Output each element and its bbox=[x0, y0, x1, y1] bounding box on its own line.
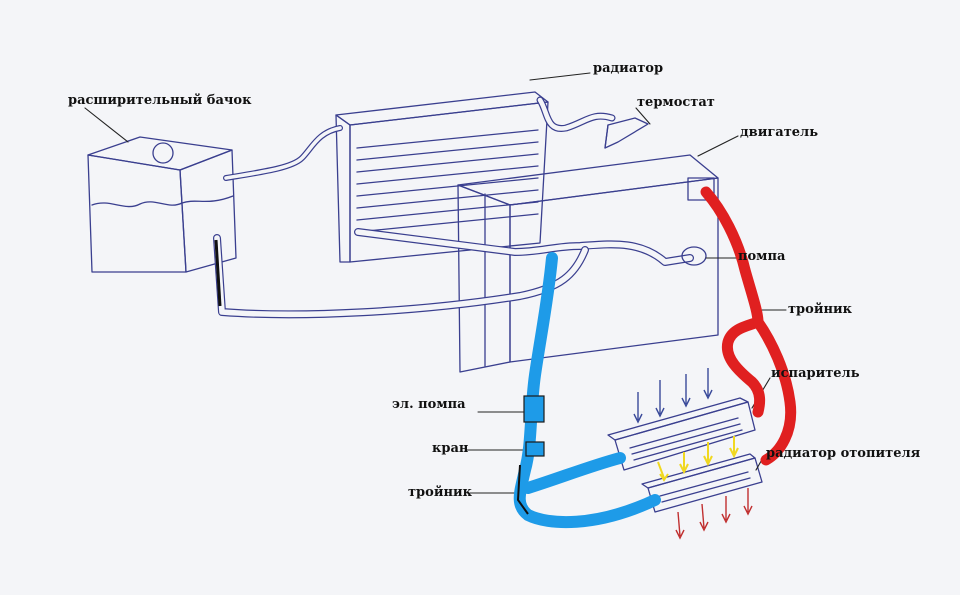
cold-air-arrows bbox=[633, 368, 713, 424]
valve-icon bbox=[525, 441, 545, 457]
label-tee-red: тройник bbox=[788, 302, 853, 317]
tank-cap-icon bbox=[152, 142, 174, 164]
warm-air-arrows bbox=[657, 436, 739, 482]
pump-icon bbox=[681, 246, 707, 266]
cold-coolant-line bbox=[513, 252, 661, 529]
label-thermostat: термостат bbox=[637, 95, 715, 110]
label-engine: двигатель bbox=[740, 125, 819, 140]
label-pump: помпа bbox=[738, 249, 786, 264]
hot-air-arrows bbox=[675, 488, 753, 540]
hot-coolant-line bbox=[700, 186, 797, 466]
engine-outlet bbox=[687, 177, 715, 201]
thermostat bbox=[604, 117, 649, 149]
tee-junction bbox=[516, 464, 529, 515]
label-expansion-tank: расширительный бачок bbox=[68, 93, 252, 108]
label-heater-radiator: радиатор отопителя bbox=[766, 446, 921, 461]
electric-pump-icon bbox=[523, 395, 545, 423]
engine bbox=[457, 154, 719, 373]
label-radiator: радиатор bbox=[593, 61, 664, 76]
radiator bbox=[335, 91, 549, 263]
label-leaders bbox=[84, 72, 787, 494]
label-evaporator: испаритель bbox=[771, 366, 860, 381]
expansion-tank bbox=[87, 136, 237, 273]
label-tee-blue: тройник bbox=[408, 485, 473, 500]
tank-outlet-hose bbox=[214, 239, 222, 307]
label-valve: кран bbox=[432, 441, 469, 456]
label-electric-pump: эл. помпа bbox=[392, 397, 466, 412]
